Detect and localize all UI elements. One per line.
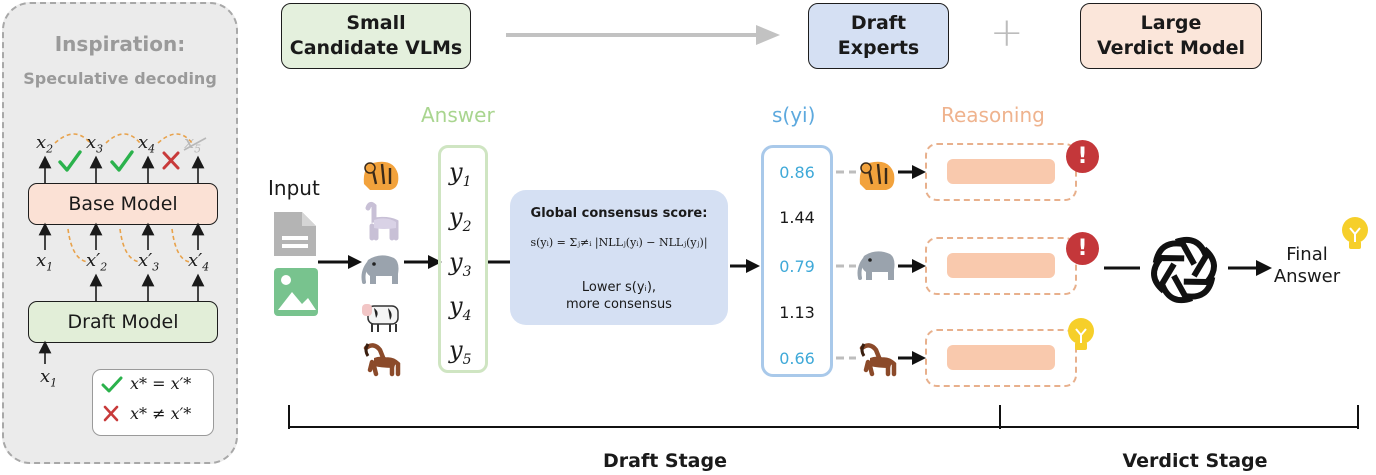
consensus-formula: s(yᵢ) = Σⱼ≠ᵢ |NLLⱼ(yᵢ) − NLLⱼ(yⱼ)| — [530, 236, 708, 249]
reasoning-box-2 — [925, 237, 1077, 295]
legend-icons — [101, 376, 123, 422]
mid-token-x1: x1 — [36, 250, 54, 274]
elephant-icon — [857, 251, 895, 280]
score-label: s(yi) — [772, 103, 816, 127]
answer-y3: y3 — [449, 248, 472, 280]
bottom-token-x1: x1 — [40, 366, 58, 390]
image-icon — [274, 268, 318, 316]
input-to-elephant-arrow — [318, 255, 362, 269]
score-2: 0.79 — [779, 257, 815, 276]
draft-model-box: Draft Model — [28, 301, 218, 343]
base-model-box: Base Model — [28, 183, 218, 225]
top-token-x2: x2 — [36, 132, 54, 156]
answer-to-consensus-arrow — [488, 260, 510, 264]
verdict-stage-label: Verdict Stage — [1122, 450, 1268, 472]
document-icon — [274, 212, 316, 256]
lightbulb-icon — [1342, 217, 1368, 249]
verdict-flow — [1104, 260, 1272, 276]
tiger-icon — [363, 161, 399, 190]
plus-sign: + — [990, 10, 1024, 56]
score-1: 1.44 — [779, 208, 815, 227]
consensus-title: Global consensus score: — [530, 206, 708, 221]
inspiration-subtitle: Speculative decoding — [23, 69, 217, 88]
elephant-icon — [361, 255, 399, 284]
warning-icon: ! — [1066, 232, 1099, 265]
answer-y1: y1 — [449, 158, 472, 190]
draft-stage-label: Draft Stage — [602, 450, 727, 472]
check-icon — [58, 150, 82, 172]
answer-column — [438, 145, 488, 373]
input-label: Input — [268, 176, 320, 200]
check-icon — [110, 150, 134, 172]
score-0: 0.86 — [779, 163, 815, 182]
cow-icon — [362, 304, 399, 332]
answer-y2: y2 — [449, 203, 472, 235]
score-column — [761, 145, 833, 377]
selected-links — [836, 161, 926, 377]
legend-box — [92, 369, 214, 436]
lightbulb-icon — [1068, 318, 1094, 350]
openai-logo-icon — [1151, 236, 1217, 304]
top-token-x5-rejected: x5 — [184, 132, 202, 156]
cross-icon — [103, 405, 119, 422]
mid-token-x4-prime: x′4 — [188, 250, 210, 274]
reasoning-box-1 — [925, 143, 1077, 201]
header-arrow — [506, 25, 780, 45]
stage-brackets — [288, 405, 1359, 429]
reasoning-label: Reasoning — [941, 103, 1045, 127]
answer-y4: y4 — [449, 292, 472, 324]
warning-icon: ! — [1066, 140, 1099, 173]
mid-token-x3-prime: x′3 — [138, 250, 160, 274]
top-token-x3: x3 — [86, 132, 104, 156]
reasoning-bar — [947, 345, 1055, 370]
legend-equal-text: x* = x′* — [130, 374, 192, 393]
reasoning-bar — [947, 253, 1055, 278]
reasoning-box-3 — [925, 329, 1077, 387]
consensus-note-line1: Lower s(yᵢ), — [581, 280, 657, 295]
elephant-to-answer-arrow — [404, 255, 442, 269]
inspiration-title: Inspiration: — [54, 32, 186, 56]
tiger-icon — [859, 161, 895, 190]
mid-token-x2-prime: x′2 — [86, 250, 108, 274]
animal-column — [361, 161, 401, 377]
reasoning-bar — [947, 159, 1055, 184]
llama-icon — [365, 201, 399, 241]
cross-icon — [162, 151, 180, 170]
input-icons — [274, 212, 318, 316]
answer-y5: y5 — [449, 336, 472, 368]
horse-icon — [859, 343, 897, 377]
legend-not-equal-text: x* ≠ x′* — [130, 404, 192, 423]
consensus-note-line2: more consensus — [566, 297, 672, 312]
answer-label: Answer — [421, 103, 495, 127]
horse-icon — [363, 343, 401, 377]
check-icon — [101, 376, 123, 393]
score-4: 0.66 — [779, 349, 815, 368]
inspiration-arrows — [38, 133, 207, 364]
top-token-x4: x4 — [138, 132, 156, 156]
consensus-to-score-arrow — [730, 259, 760, 273]
global-consensus-box — [510, 190, 728, 325]
score-3: 1.13 — [779, 303, 815, 322]
